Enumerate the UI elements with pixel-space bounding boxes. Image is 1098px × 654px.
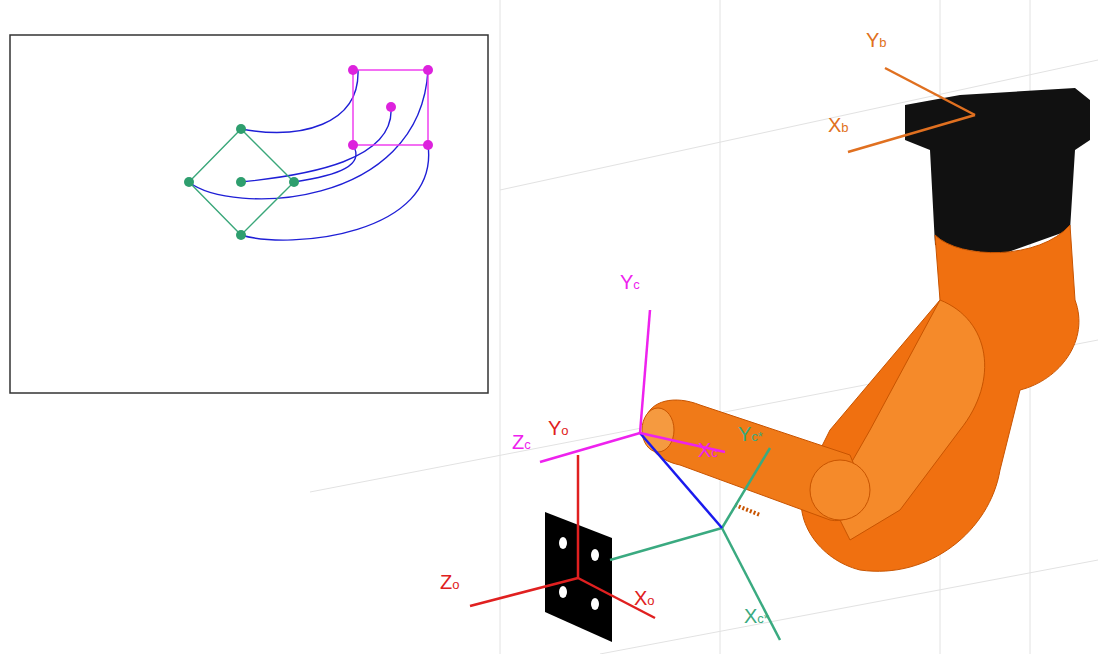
feature-trajectories bbox=[189, 70, 429, 240]
camera-frame bbox=[540, 310, 725, 462]
axis-label: Zc bbox=[512, 432, 531, 452]
object-frame bbox=[470, 455, 655, 618]
axis-label: Xb bbox=[828, 115, 849, 135]
desired-features bbox=[184, 124, 299, 240]
axis-label: Xc bbox=[698, 440, 718, 460]
axis-label: Yc bbox=[620, 272, 640, 292]
axis-label: Yc* bbox=[738, 424, 763, 444]
axis-label: Xc* bbox=[744, 606, 769, 626]
current-features bbox=[348, 65, 433, 150]
axis-label: Yo bbox=[548, 418, 569, 438]
axis-label: Yb bbox=[866, 30, 887, 50]
robot-arm bbox=[642, 88, 1090, 571]
axis-label: Zo bbox=[440, 572, 459, 592]
image-plane bbox=[10, 35, 488, 393]
desired-camera-frame bbox=[610, 448, 780, 640]
camera-to-goal-line bbox=[640, 433, 722, 528]
axis-label: Xo bbox=[634, 588, 655, 608]
base-frame bbox=[848, 68, 975, 152]
